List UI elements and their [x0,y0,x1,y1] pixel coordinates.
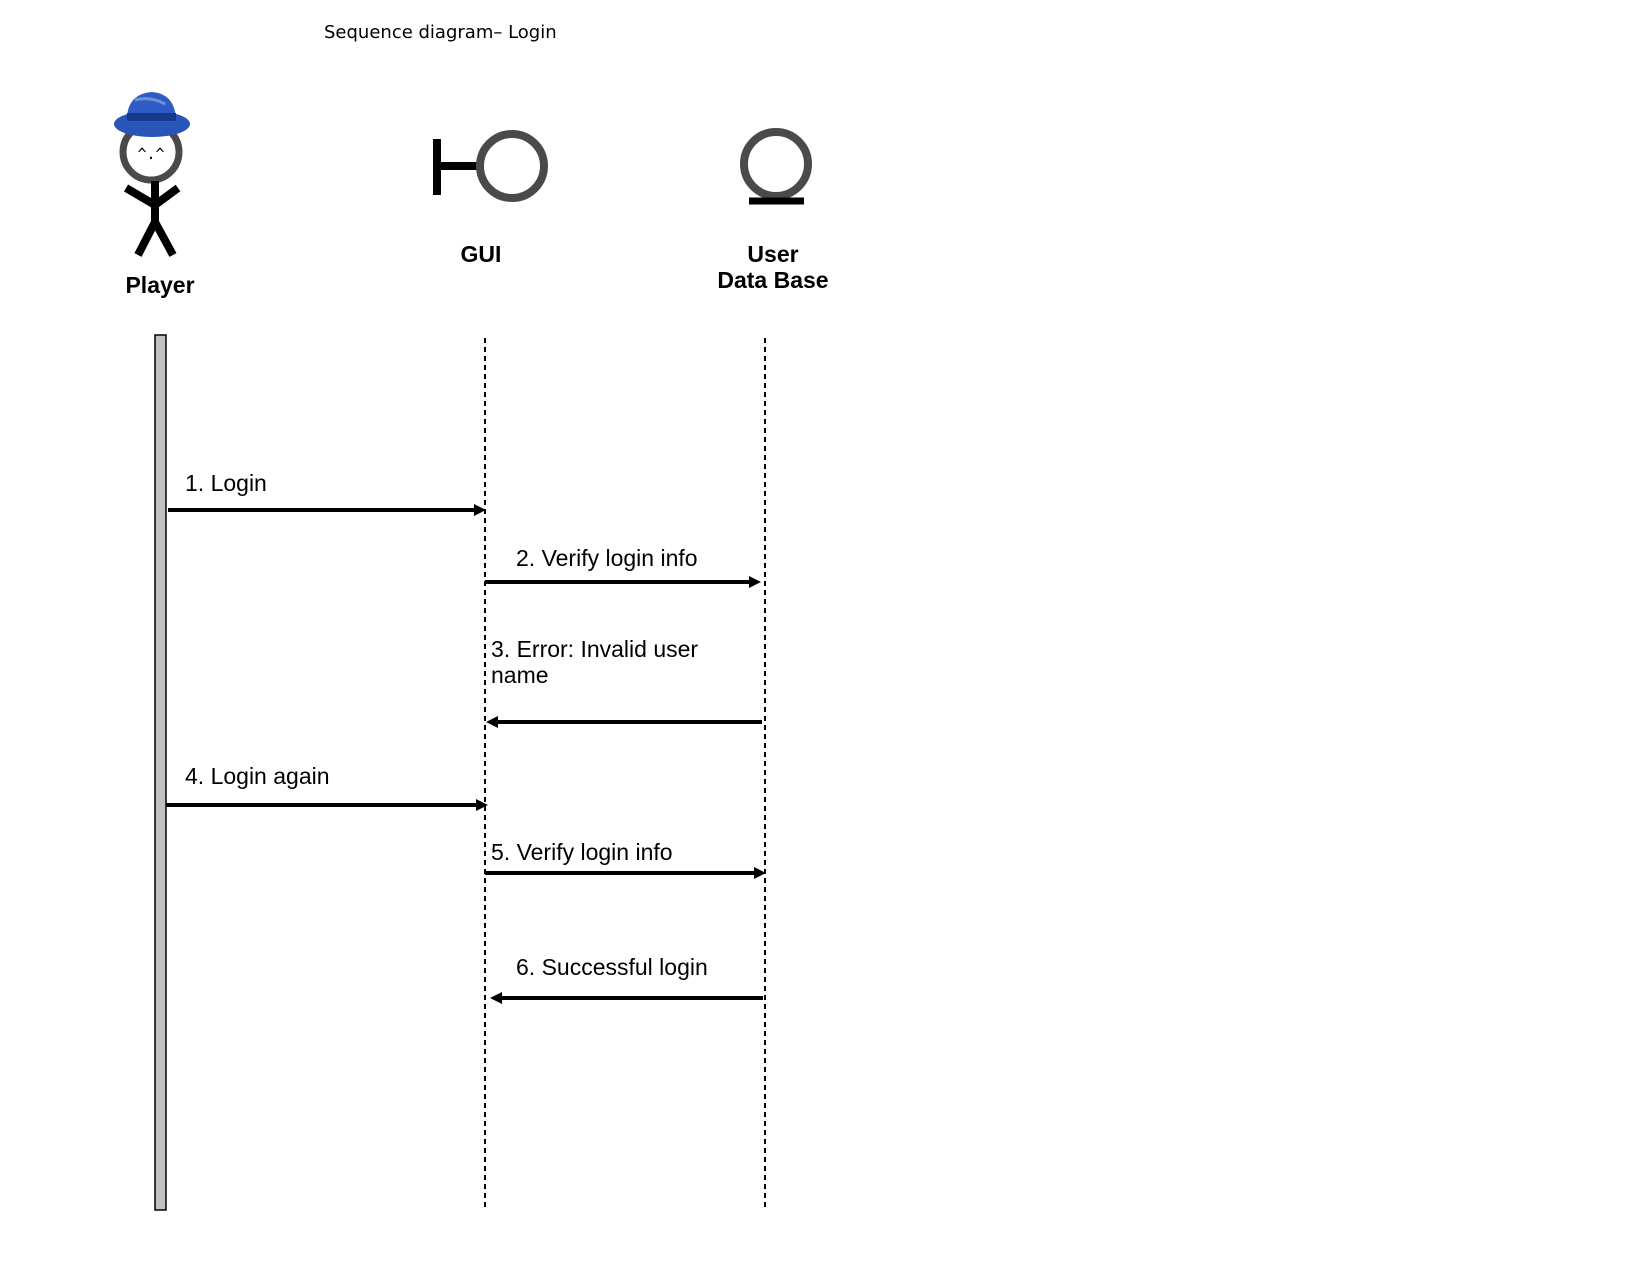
player-activation-bar [154,334,167,1211]
message-arrow-2 [485,576,761,588]
message-arrow-4 [166,799,488,811]
player-label: Player [125,272,195,298]
message-label-5: 5. Verify login info [491,839,673,865]
hat-icon [114,92,190,137]
message-arrow-1 [168,504,486,516]
message-label-4: 4. Login again [185,763,330,789]
gui-label: GUI [460,241,502,267]
database-label-line1: User [747,241,799,267]
player-actor-icon: ^.^ [114,92,190,257]
database-entity-icon [740,128,812,205]
gui-boundary-icon [433,130,548,202]
message-arrow-6 [490,992,763,1004]
message-label-1: 1. Login [185,470,267,496]
message-label-2: 2. Verify login info [516,545,698,571]
diagram-title: Sequence diagram– Login [324,22,557,43]
database-label: User Data Base [693,241,853,293]
player-face-icon: ^.^ [137,145,164,163]
message-label-6: 6. Successful login [516,954,708,980]
message-arrow-3 [486,716,762,728]
message-arrow-5 [485,867,766,879]
database-label-line2: Data Base [717,267,829,293]
message-label-3: 3. Error: Invalid user name [491,636,699,688]
